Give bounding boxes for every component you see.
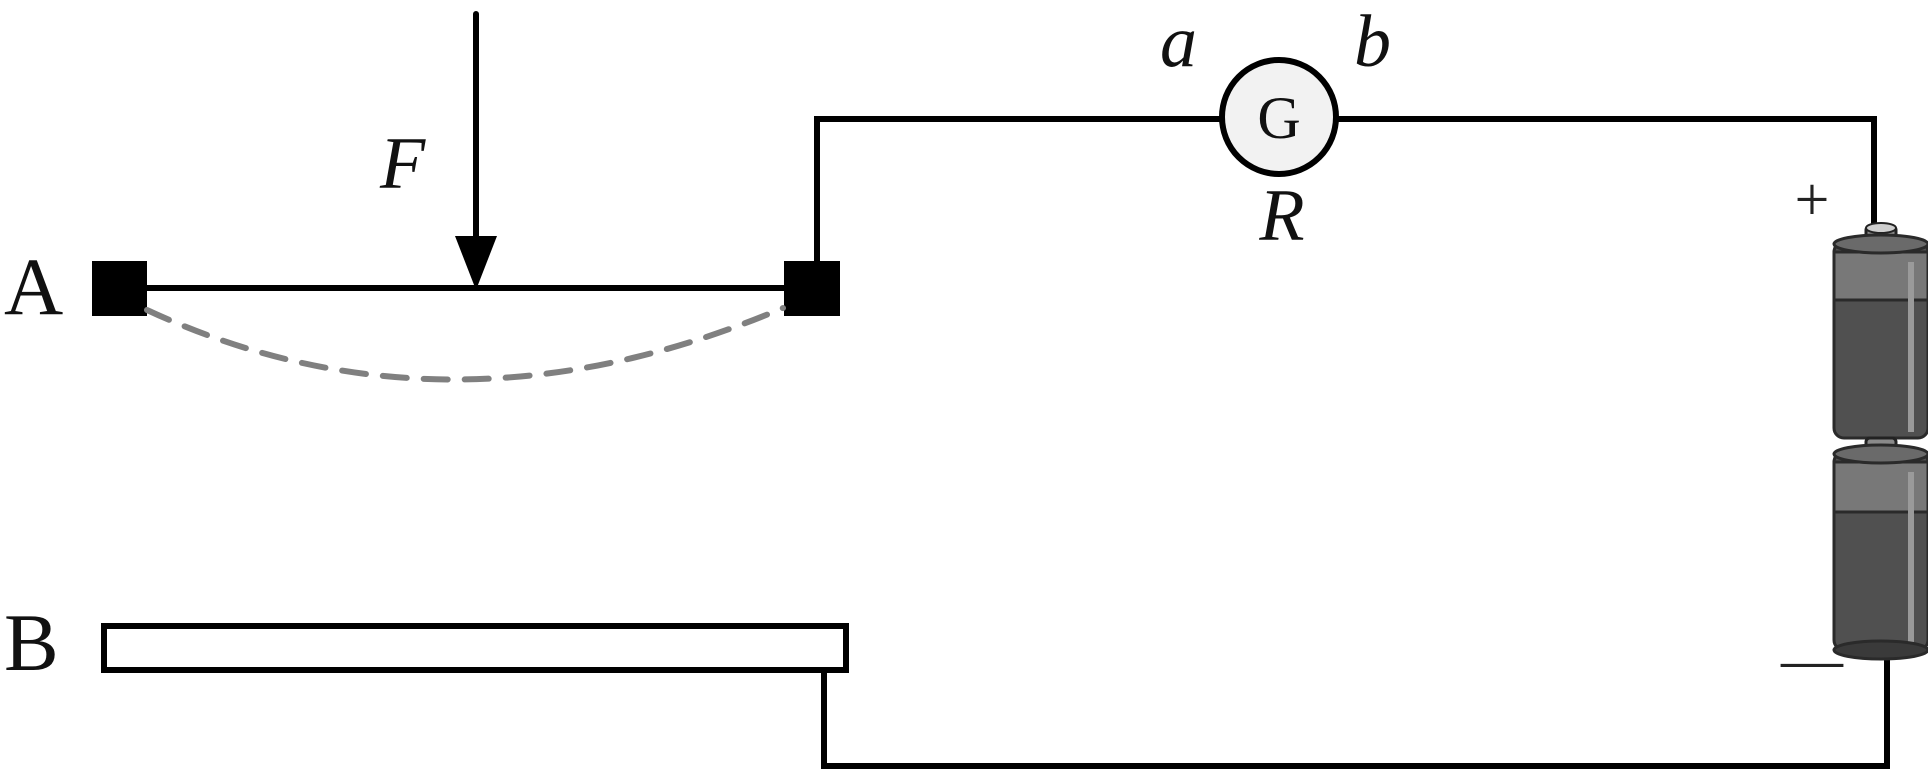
battery-icon [1832,222,1928,661]
terminal-b-label: b [1354,1,1391,83]
circuit-wires [814,116,1890,769]
terminal-a-label: a [1160,1,1197,83]
plate-a-deflection-dashed [144,305,786,383]
plate-b [101,623,849,673]
positive-terminal-label: + [1795,166,1830,234]
plate-a [92,261,840,383]
force-label: F [379,123,426,205]
galvanometer-icon: G [1219,57,1339,177]
arrow-head [455,236,497,290]
wire-top [814,116,1222,262]
plate-b-rect [101,623,849,673]
wire-bottom [821,656,1890,769]
plate-a-left-clamp [92,261,147,316]
galvanometer-letter: G [1257,85,1300,151]
plate-a-right-clamp [784,261,840,316]
plate-b-label: B [4,597,59,688]
force-arrow [455,11,497,290]
plate-a-label: A [4,241,63,332]
resistor-label: R [1258,175,1304,257]
wire-top-right [1338,116,1877,230]
negative-terminal-label: — [1780,626,1844,694]
